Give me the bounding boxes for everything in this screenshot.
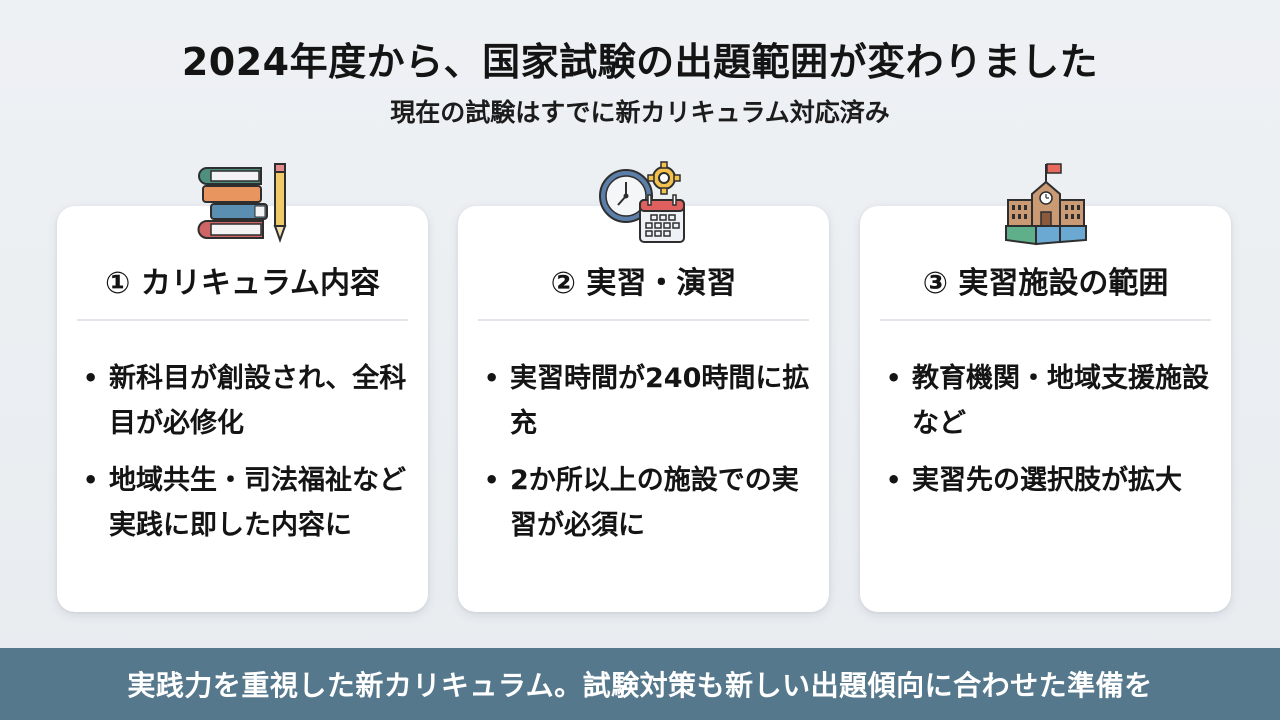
list-item: • 実習先の選択肢が拡大 <box>886 458 1213 503</box>
clock-calendar-gear-icon <box>596 160 692 248</box>
bullet-icon: • <box>83 466 99 494</box>
divider <box>880 319 1211 321</box>
list-item: • 2か所以上の施設での実習が必須に <box>484 458 811 548</box>
bullet-text: 新科目が創設され、全科目が必修化 <box>109 363 407 439</box>
bullet-list: • 新科目が創設され、全科目が必修化 • 地域共生・司法福祉など実践に即した内容… <box>83 356 410 560</box>
bullet-icon: • <box>83 364 99 392</box>
list-item: • 教育機関・地域支援施設など <box>886 356 1213 446</box>
card-facilities: ③ 実習施設の範囲 • 教育機関・地域支援施設など • 実習先の選択肢が拡大 <box>860 163 1231 612</box>
bullet-text: 実習時間が240時間に拡充 <box>510 363 810 439</box>
bullet-text: 2か所以上の施設での実習が必須に <box>510 465 799 541</box>
list-item: • 実習時間が240時間に拡充 <box>484 356 811 446</box>
card-title: ③ 実習施設の範囲 <box>922 266 1169 301</box>
bullet-icon: • <box>886 364 902 392</box>
list-item: • 新科目が創設され、全科目が必修化 <box>83 356 410 446</box>
list-item: • 地域共生・司法福祉など実践に即した内容に <box>83 458 410 548</box>
divider <box>77 319 408 321</box>
card-practicum: ② 実習・演習 • 実習時間が240時間に拡充 • 2か所以上の施設での実習が必… <box>458 161 829 612</box>
footer-banner: 実践力を重視した新カリキュラム。試験対策も新しい出題傾向に合わせた準備を <box>0 648 1280 720</box>
page-subtitle: 現在の試験はすでに新カリキュラム対応済み <box>390 98 890 127</box>
card-title: ① カリキュラム内容 <box>105 266 380 301</box>
card-curriculum: ① カリキュラム内容 • 新科目が創設され、全科目が必修化 • 地域共生・司法福… <box>57 163 428 612</box>
bullet-list: • 教育機関・地域支援施設など • 実習先の選択肢が拡大 <box>886 356 1213 515</box>
bullet-text: 地域共生・司法福祉など実践に即した内容に <box>109 465 406 541</box>
bullet-text: 実習先の選択肢が拡大 <box>912 465 1182 496</box>
page-title: 2024年度から、国家試験の出題範囲が変わりました <box>181 40 1099 84</box>
books-pencil-icon <box>195 160 291 248</box>
bullet-list: • 実習時間が240時間に拡充 • 2か所以上の施設での実習が必須に <box>484 356 811 560</box>
footer-text: 実践力を重視した新カリキュラム。試験対策も新しい出題傾向に合わせた準備を <box>127 669 1153 702</box>
bullet-text: 教育機関・地域支援施設など <box>912 363 1209 439</box>
card-title: ② 実習・演習 <box>550 266 737 301</box>
school-building-map-icon <box>998 160 1094 248</box>
bullet-icon: • <box>886 466 902 494</box>
divider <box>478 319 809 321</box>
bullet-icon: • <box>484 364 500 392</box>
bullet-icon: • <box>484 466 500 494</box>
